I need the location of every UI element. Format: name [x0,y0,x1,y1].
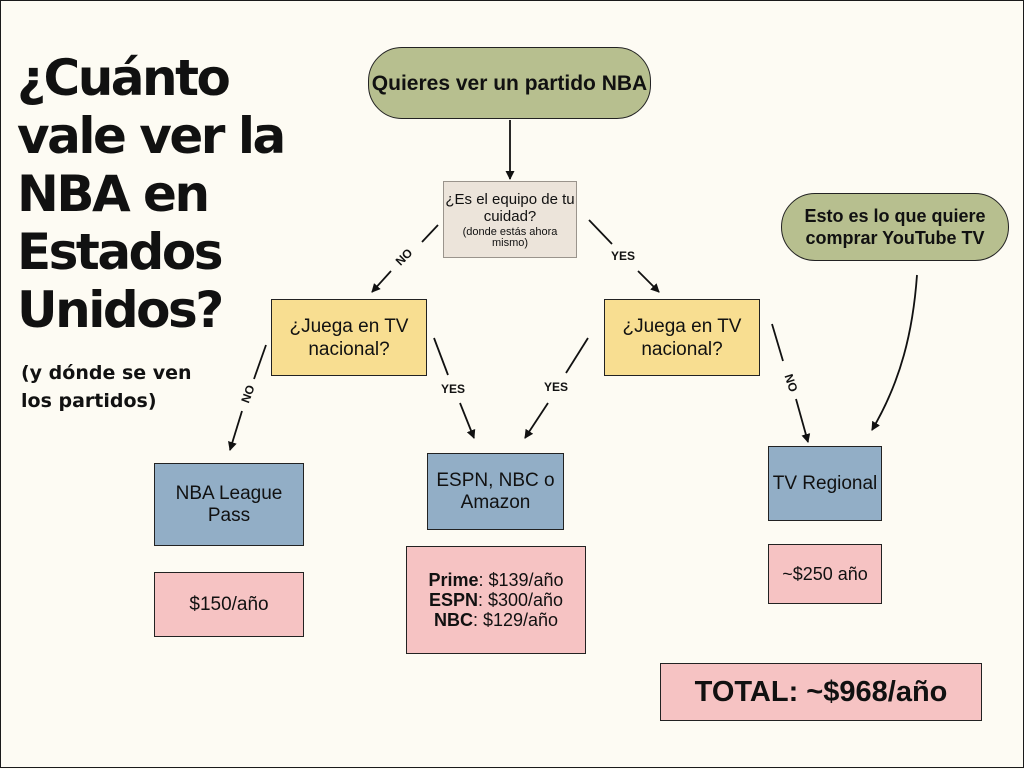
national-networks-label: ESPN, NBC o Amazon [436,469,555,513]
arrow-left-yes-b [459,402,476,439]
national-tv-question-left: ¿Juega en TV nacional? [271,299,427,376]
youtube-tv-note: Esto es lo que quiere comprar YouTube TV [781,193,1009,261]
arrow-right-yes-b [524,402,549,439]
arrow-question-no-b [371,270,392,293]
main-title: ¿Cuánto vale ver la NBA en Estados Unido… [17,49,286,339]
edge-label-yes: YES [441,382,466,396]
question-note: (donde estás ahora mismo) [462,225,558,249]
price-value: : $300/año [477,590,564,610]
regional-price-label: ~$250 año [782,563,868,584]
price-row-nbc: NBC: $129/año [434,610,558,630]
price-row-prime: Prime: $139/año [428,570,563,590]
price-name: ESPN [428,590,478,610]
national-tv-question-right: ¿Juega en TV nacional? [604,299,760,376]
league-pass-node: NBA League Pass [154,463,304,546]
youtube-tv-label: Esto es lo que quiere comprar YouTube TV [804,206,986,248]
national-tv-label: ¿Juega en TV nacional? [289,315,409,360]
league-pass-price: $150/año [154,572,304,637]
regional-tv-node: TV Regional [768,446,882,521]
price-name: Prime [428,570,479,590]
price-name: NBC [433,610,473,630]
edge-label-yes: YES [611,249,636,263]
regional-tv-label: TV Regional [772,472,878,494]
arrow-question-yes-b [637,270,660,293]
arrow-left-yes-a [433,337,449,376]
subtitle: (y dónde se ven los partidos) [21,362,192,412]
total-box: TOTAL: ~$968/año [660,663,982,721]
arrow-left-no-b [228,410,243,451]
league-pass-label: NBA League Pass [175,482,283,526]
arrow-left-no-a [253,344,267,380]
national-prices: Prime: $139/año ESPN: $300/año NBC: $129… [406,546,586,654]
national-networks-node: ESPN, NBC o Amazon [427,453,564,530]
arrow-youtube-to-regional [871,274,918,431]
start-label: Quieres ver un partido NBA [371,71,648,95]
arrow-right-no-a [771,323,784,362]
total-label: TOTAL: ~$968/año [694,675,948,708]
question-label: ¿Es el equipo de tu cuidad? [445,190,575,225]
national-tv-label: ¿Juega en TV nacional? [622,315,742,360]
arrow-right-no-b [795,398,811,443]
arrow-question-no-a [421,224,439,243]
edge-label-yes: YES [544,380,569,394]
price-value: : $129/año [472,610,559,630]
league-pass-price-label: $150/año [189,593,269,615]
arrow-question-yes-a [588,219,613,245]
price-value: : $139/año [478,570,564,590]
regional-price: ~$250 año [768,544,882,604]
price-row-espn: ESPN: $300/año [429,590,563,610]
question-node: ¿Es el equipo de tu cuidad? (donde estás… [443,181,577,258]
start-node: Quieres ver un partido NBA [368,47,651,119]
arrow-right-yes-a [565,337,589,374]
